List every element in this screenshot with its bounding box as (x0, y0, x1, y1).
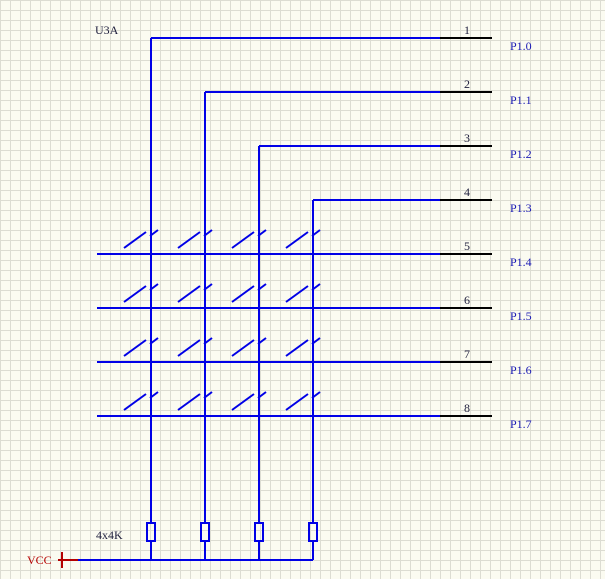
switch-contact (231, 285, 255, 303)
switch-lever (257, 337, 267, 345)
switch-contact (231, 339, 255, 357)
switch-lever (257, 391, 267, 399)
pullup-resistor (200, 522, 210, 542)
pin-port-label: P1.1 (510, 93, 532, 107)
keypad-switch (231, 283, 267, 303)
switch-contact (123, 231, 147, 249)
keypad-switch (285, 337, 321, 357)
switch-contact (231, 231, 255, 249)
pin-number: 4 (464, 185, 470, 199)
switch-contact (177, 339, 201, 357)
switch-contact (231, 393, 255, 411)
switch-contact (123, 285, 147, 303)
keypad-switch (123, 229, 159, 249)
switch-contact (123, 393, 147, 411)
wire-layer (78, 37, 440, 561)
switch-contact (177, 393, 201, 411)
switch-contact (285, 285, 309, 303)
switch-lever (203, 337, 213, 345)
keypad-switch (177, 337, 213, 357)
switch-lever (149, 283, 159, 291)
pullup-resistor-layer (146, 522, 318, 542)
pin-number: 6 (464, 293, 470, 307)
switch-lever (149, 337, 159, 345)
pin-number: 5 (464, 239, 470, 253)
pin-number: 3 (464, 131, 470, 145)
switch-contact (123, 339, 147, 357)
switch-lever (203, 283, 213, 291)
switch-contact (285, 231, 309, 249)
switch-lever (311, 283, 321, 291)
pullup-resistor (254, 522, 264, 542)
pin-stub-layer (440, 37, 492, 417)
switch-lever (257, 229, 267, 237)
pullup-resistor (146, 522, 156, 542)
pin-port-label: P1.6 (510, 363, 532, 377)
keypad-switch (123, 283, 159, 303)
resistor-network-label: 4x4K (96, 528, 123, 542)
switch-lever (203, 391, 213, 399)
switch-lever (311, 337, 321, 345)
vcc-power-label: VCC (27, 553, 52, 567)
switch-contact (285, 339, 309, 357)
switch-lever (311, 391, 321, 399)
keypad-switch-layer (123, 229, 321, 411)
pin-port-label: P1.4 (510, 255, 532, 269)
pin-port-label: P1.5 (510, 309, 532, 323)
keypad-switch (231, 229, 267, 249)
switch-lever (203, 229, 213, 237)
pin-port-label: P1.2 (510, 147, 532, 161)
keypad-switch (285, 391, 321, 411)
pin-number: 8 (464, 401, 470, 415)
keypad-switch (285, 229, 321, 249)
keypad-switch (177, 391, 213, 411)
switch-contact (177, 231, 201, 249)
pin-port-label: P1.0 (510, 39, 532, 53)
keypad-switch (123, 391, 159, 411)
component-designator: U3A (95, 23, 119, 37)
pullup-resistor (308, 522, 318, 542)
pin-port-label: P1.3 (510, 201, 532, 215)
pin-number: 1 (464, 23, 470, 37)
keypad-switch (177, 229, 213, 249)
keypad-switch (123, 337, 159, 357)
vcc-power-layer (58, 552, 78, 568)
pin-port-label: P1.7 (510, 417, 532, 431)
switch-lever (257, 283, 267, 291)
switch-lever (149, 229, 159, 237)
pin-number: 2 (464, 77, 470, 91)
switch-lever (311, 229, 321, 237)
keypad-switch (231, 391, 267, 411)
switch-contact (177, 285, 201, 303)
keypad-switch (285, 283, 321, 303)
pin-number: 7 (464, 347, 470, 361)
keypad-switch (177, 283, 213, 303)
switch-lever (149, 391, 159, 399)
keypad-switch (231, 337, 267, 357)
switch-contact (285, 393, 309, 411)
